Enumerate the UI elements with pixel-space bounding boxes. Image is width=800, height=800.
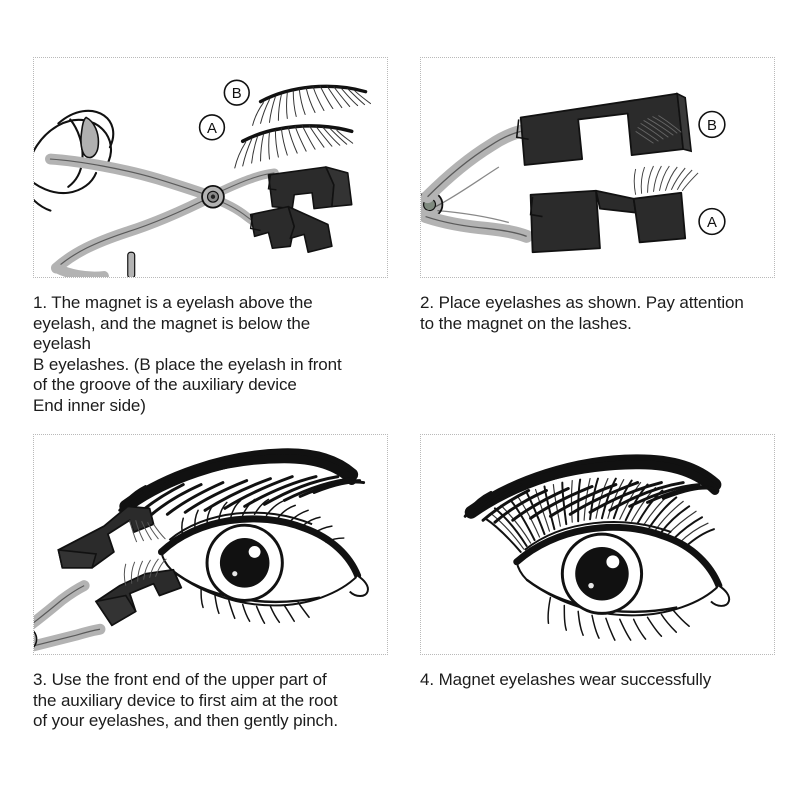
open-eye xyxy=(513,521,731,617)
label-a-badge: A xyxy=(698,207,726,236)
lash-strip-a xyxy=(234,124,354,169)
svg-text:B: B xyxy=(707,118,717,134)
step-1: B A 1. The magnet is a eyelash above the… xyxy=(33,57,388,416)
finger-shading xyxy=(80,116,100,159)
step-3-caption: 3. Use the front end of the upper part o… xyxy=(33,670,338,730)
upper-black-clip xyxy=(267,166,353,210)
step-4-caption: 4. Magnet eyelashes wear successfully xyxy=(420,670,712,689)
full-volume-lashes xyxy=(484,477,715,641)
step-1-figure: B A xyxy=(33,57,388,278)
label-b-badge: B xyxy=(223,79,250,106)
step-3: 3. Use the front end of the upper part o… xyxy=(33,434,388,732)
step-2-figure: B A xyxy=(420,57,775,278)
applicator-lower-clip xyxy=(94,558,183,627)
applicator-upper-clip xyxy=(57,505,166,569)
step-4-figure xyxy=(420,434,775,655)
lower-clip-with-lash xyxy=(529,165,699,254)
step-4: 4. Magnet eyelashes wear successfully xyxy=(420,434,775,691)
svg-text:A: A xyxy=(707,215,717,231)
eyebrow xyxy=(118,448,366,518)
applicator-arms xyxy=(421,124,534,243)
natural-lashes xyxy=(181,498,345,625)
step-3-figure xyxy=(33,434,388,655)
lash-in-lower-clip xyxy=(633,165,699,195)
applicator-arms xyxy=(34,580,106,652)
step-2: B A 2. Place eyelashes as shown. Pay att… xyxy=(420,57,775,334)
label-b-badge: B xyxy=(698,110,726,139)
svg-text:A: A xyxy=(207,121,217,137)
step-1-caption: 1. The magnet is a eyelash above the eye… xyxy=(33,293,342,415)
applicator-pivot-screw xyxy=(201,184,225,209)
svg-text:B: B xyxy=(232,86,242,102)
lower-black-clip xyxy=(249,205,333,254)
open-eye xyxy=(157,511,369,607)
lash-in-upper-clip xyxy=(635,115,682,144)
applicator-scissor-handles xyxy=(45,153,279,277)
upper-clip-with-lash xyxy=(515,92,693,166)
lash-strip-b xyxy=(252,84,372,126)
label-a-badge: A xyxy=(198,114,226,141)
step-2-caption: 2. Place eyelashes as shown. Pay attenti… xyxy=(420,293,744,333)
